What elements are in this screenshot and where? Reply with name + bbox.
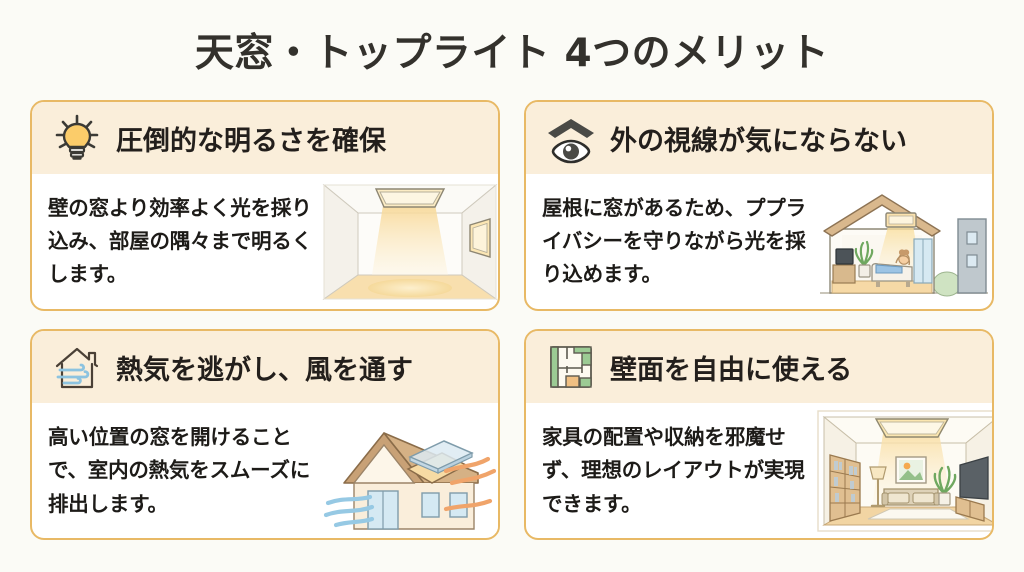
eye-under-roof-icon	[544, 111, 598, 165]
card-title: 壁面を自由に使える	[610, 354, 853, 386]
floor-plan-icon	[544, 340, 598, 394]
card-title: 外の視線が気にならない	[610, 125, 907, 157]
illustration-room-skylight	[322, 180, 498, 303]
page-title: 天窓・トップライト 4つのメリット	[194, 31, 830, 76]
card-header: 圧倒的な明るさを確保	[32, 102, 498, 174]
card-title: 熱気を逃がし、風を通す	[116, 354, 413, 386]
lightbulb-icon	[50, 111, 104, 165]
card-body: 家具の配置や収納を邪魔せず、理想のレイアウトが実現できます。	[526, 403, 992, 538]
card-title: 圧倒的な明るさを確保	[116, 125, 386, 157]
title-area: 天窓・トップライト 4つのメリット	[30, 0, 994, 100]
card-body: 屋根に窓があるため、ププライバシーを守りながら光を採り込めます。	[526, 174, 992, 309]
card-description: 屋根に窓があるため、ププライバシーを守りながら光を採り込めます。	[542, 195, 806, 287]
card-body: 壁の窓より効率よく光を採り込み、部屋の隅々まで明るくします。	[32, 174, 498, 309]
card-header: 熱気を逃がし、風を通す	[32, 331, 498, 403]
card-header: 外の視線が気にならない	[526, 102, 992, 174]
benefit-card-ventilation: 熱気を逃がし、風を通す 高い位置の窓を開けることで、室内の熱気をスムーズに排出し…	[30, 329, 500, 540]
illustration-living-room-skylight	[816, 409, 992, 533]
house-with-wind-icon	[50, 340, 104, 394]
benefit-card-brightness: 圧倒的な明るさを確保 壁の窓より効率よく光を採り込み、部屋の隅々まで明るくします…	[30, 100, 500, 311]
card-description: 家具の配置や収納を邪魔せず、理想のレイアウトが実現できます。	[542, 425, 805, 516]
illustration-house-cutaway-privacy	[816, 180, 992, 303]
card-description: 高い位置の窓を開けることで、室内の熱気をスムーズに排出します。	[48, 425, 311, 516]
benefit-card-privacy: 外の視線が気にならない 屋根に窓があるため、ププライバシーを守りながら光を採り込…	[524, 100, 994, 311]
card-header: 壁面を自由に使える	[526, 331, 992, 403]
card-body: 高い位置の窓を開けることで、室内の熱気をスムーズに排出します。	[32, 403, 498, 538]
illustration-house-airflow	[322, 409, 498, 533]
benefits-grid: 圧倒的な明るさを確保 壁の窓より効率よく光を採り込み、部屋の隅々まで明るくします…	[30, 100, 994, 540]
benefit-card-wall-freedom: 壁面を自由に使える 家具の配置や収納を邪魔せず、理想のレイアウトが実現できます。	[524, 329, 994, 540]
card-description: 壁の窓より効率よく光を採り込み、部屋の隅々まで明るくします。	[48, 195, 312, 287]
